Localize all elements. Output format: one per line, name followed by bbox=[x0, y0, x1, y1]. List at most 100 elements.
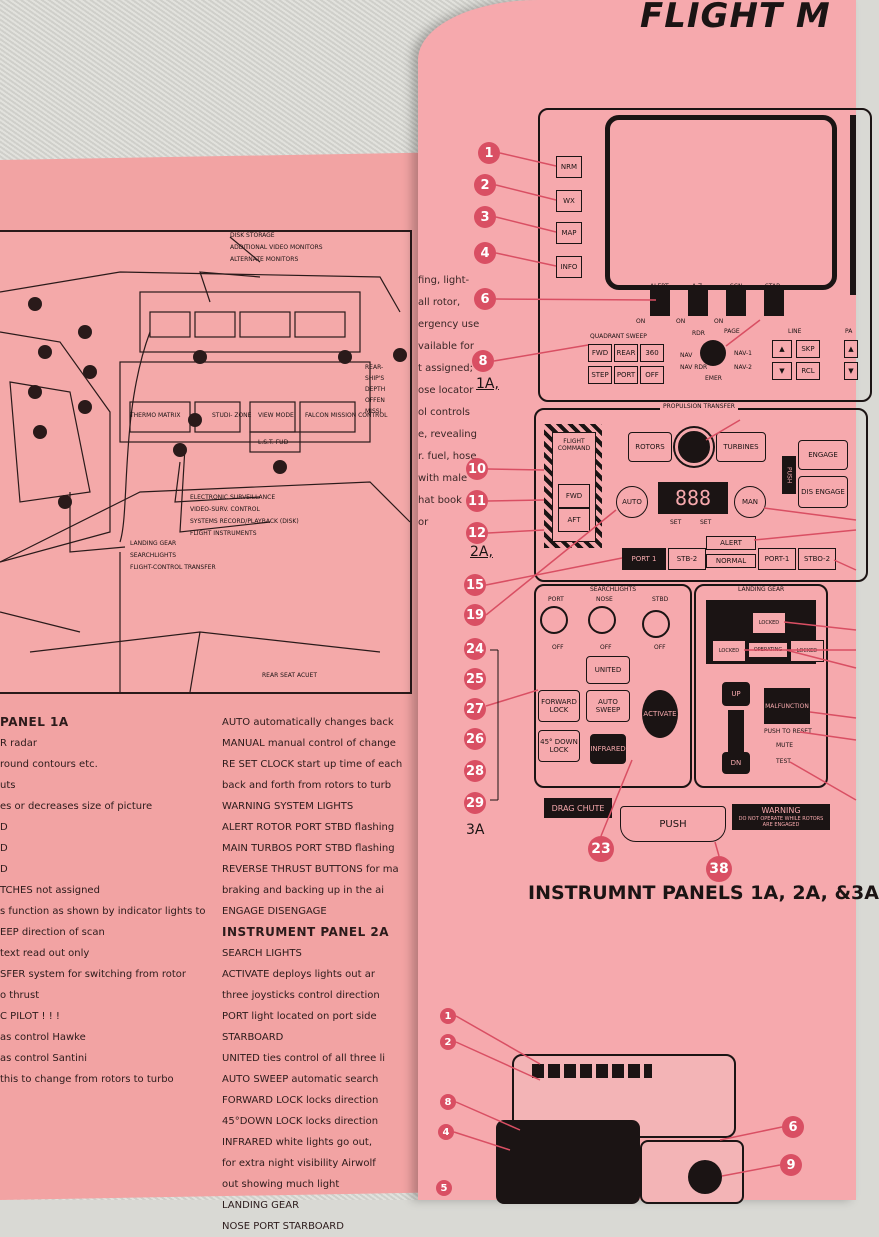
diagram-label: FLIGHT-CONTROL TRANSFER bbox=[130, 564, 216, 571]
text-line: UNITED ties control of all three li bbox=[222, 1053, 386, 1064]
line-down-arrow[interactable]: ▼ bbox=[772, 362, 792, 380]
map-button[interactable]: MAP bbox=[556, 222, 582, 244]
callout: 11 bbox=[466, 490, 488, 512]
auto-sweep-button[interactable]: AUTO SWEEP bbox=[586, 690, 630, 722]
malfunction-indicator: MALFUNCTION bbox=[764, 688, 810, 724]
forward-lock-button[interactable]: FORWARD LOCK bbox=[538, 690, 580, 722]
callout: 25 bbox=[464, 668, 486, 690]
az-label: A Z bbox=[692, 283, 703, 290]
engage-button[interactable]: ENGAGE bbox=[798, 440, 848, 470]
bottom-panel-knob bbox=[688, 1160, 722, 1194]
fwd-button[interactable]: FWD bbox=[558, 484, 590, 508]
text-line: EEP direction of scan bbox=[0, 927, 105, 938]
pa-down-arrow[interactable]: ▼ bbox=[844, 362, 858, 380]
45-down-lock-button[interactable]: 45° DOWN LOCK bbox=[538, 730, 580, 762]
alert-toggle[interactable] bbox=[650, 290, 670, 316]
dial-label: RDR bbox=[692, 330, 705, 337]
drag-chute-button[interactable]: DRAG CHUTE bbox=[544, 798, 612, 818]
text-line: ALERT ROTOR PORT STBD flashing bbox=[222, 822, 395, 833]
aft-button[interactable]: AFT bbox=[558, 508, 590, 532]
text-line: hat book bbox=[418, 495, 462, 506]
rotors-button[interactable]: ROTORS bbox=[628, 432, 672, 462]
nrm-button[interactable]: NRM bbox=[556, 156, 582, 178]
gear-down-button[interactable]: DN bbox=[722, 752, 750, 774]
callout: 28 bbox=[464, 760, 486, 782]
wx-button[interactable]: WX bbox=[556, 190, 582, 212]
diagram-label: LANDING GEAR bbox=[130, 540, 177, 547]
auto-button[interactable]: AUTO bbox=[616, 486, 648, 518]
text-line: out showing much light bbox=[222, 1179, 340, 1190]
activate-button[interactable]: ACTIVATE bbox=[642, 690, 678, 738]
push-bar[interactable]: PUSH bbox=[620, 806, 726, 842]
text-line: ACTIVATE deploys lights out ar bbox=[222, 969, 375, 980]
normal-indicator: NORMAL bbox=[706, 554, 756, 568]
propulsion-transfer-label: PROPULSION TRANSFER bbox=[660, 403, 738, 410]
stab-toggle[interactable] bbox=[764, 290, 784, 316]
right-edge-buttons bbox=[850, 115, 856, 295]
nose-joystick[interactable] bbox=[588, 606, 616, 634]
stbo-2-button[interactable]: STBO-2 bbox=[798, 548, 836, 570]
on-label: ON bbox=[636, 318, 646, 325]
info-button[interactable]: INFO bbox=[556, 256, 582, 278]
dial-label: NAV bbox=[680, 352, 693, 359]
searchlights-panel bbox=[534, 584, 692, 788]
searchlights-label: SEARCHLIGHTS bbox=[590, 586, 637, 593]
alert-label: ALERT bbox=[650, 283, 669, 290]
step-sweep-button[interactable]: STEP bbox=[588, 366, 612, 384]
port-1-right-button[interactable]: PORT-1 bbox=[758, 548, 796, 570]
port-joystick[interactable] bbox=[540, 606, 568, 634]
push-strip: PUSH bbox=[782, 456, 796, 494]
pa-label: PA bbox=[845, 328, 853, 335]
transfer-knob[interactable] bbox=[675, 428, 713, 466]
callout: 9 bbox=[780, 1154, 802, 1176]
stb-2-button[interactable]: STB-2 bbox=[668, 548, 706, 570]
diagram-label: FALCON MISSION CONTROL bbox=[305, 412, 388, 419]
text-line: o thrust bbox=[0, 990, 40, 1001]
360-sweep-button[interactable]: 360 bbox=[640, 344, 664, 362]
text-line: LANDING GEAR bbox=[222, 1200, 300, 1211]
infrared-button[interactable]: INFRARED bbox=[590, 734, 626, 764]
digital-display: 888 bbox=[658, 482, 728, 514]
united-button[interactable]: UNITED bbox=[586, 656, 630, 684]
turbines-button[interactable]: TURBINES bbox=[716, 432, 766, 462]
port-sweep-button[interactable]: PORT bbox=[614, 366, 638, 384]
text-line: MAIN TURBOS PORT STBD flashing bbox=[222, 843, 395, 854]
rcl-button[interactable]: RCL bbox=[796, 362, 820, 380]
text-line: AUTO SWEEP automatic search bbox=[222, 1074, 379, 1085]
gear-up-button[interactable]: UP bbox=[722, 682, 750, 706]
line-up-arrow[interactable]: ▲ bbox=[772, 340, 792, 358]
pa-up-arrow[interactable]: ▲ bbox=[844, 340, 858, 358]
text-line: 45°DOWN LOCK locks direction bbox=[222, 1116, 379, 1127]
text-line: this to change from rotors to turbo bbox=[0, 1074, 174, 1085]
text-line: MANUAL manual control of change bbox=[222, 738, 396, 749]
disengage-button[interactable]: DIS ENGAGE bbox=[798, 476, 848, 508]
text-line: TCHES not assigned bbox=[0, 885, 100, 896]
diagram-label: SEARCHLIGHTS bbox=[130, 552, 177, 559]
diagram-label: FLIGHT INSTRUMENTS bbox=[190, 530, 257, 537]
gear-lever[interactable] bbox=[728, 710, 744, 752]
rear-sweep-button[interactable]: REAR bbox=[614, 344, 638, 362]
text-line: RE SET CLOCK start up time of each bbox=[222, 759, 403, 770]
off-label: OFF bbox=[654, 644, 666, 651]
text-line: round contours etc. bbox=[0, 759, 98, 770]
mode-dial[interactable] bbox=[700, 340, 726, 366]
text-line: vailable for bbox=[418, 341, 474, 352]
bottom-button-row bbox=[532, 1064, 652, 1078]
cockpit-diagram: DISK STORAGE ADDITIONAL VIDEO MONITORS A… bbox=[0, 230, 412, 694]
text-line: SFER system for switching from rotor bbox=[0, 969, 186, 980]
az-toggle[interactable] bbox=[688, 290, 708, 316]
skp-button[interactable]: SKP bbox=[796, 340, 820, 358]
text-line: C PILOT ! ! ! bbox=[0, 1011, 60, 1022]
text-line: or bbox=[418, 517, 429, 528]
text-line: ose locator bbox=[418, 385, 474, 396]
off-sweep-button[interactable]: OFF bbox=[640, 366, 664, 384]
cockpit-drawing bbox=[0, 236, 411, 693]
text-line: as control Hawke bbox=[0, 1032, 86, 1043]
fwd-sweep-button[interactable]: FWD bbox=[588, 344, 612, 362]
callout: 1 bbox=[440, 1008, 456, 1024]
callout: 12 bbox=[466, 522, 488, 544]
man-button[interactable]: MAN bbox=[734, 486, 766, 518]
port-1-button[interactable]: PORT 1 bbox=[622, 548, 666, 570]
scn-toggle[interactable] bbox=[726, 290, 746, 316]
stbd-joystick[interactable] bbox=[642, 610, 670, 638]
